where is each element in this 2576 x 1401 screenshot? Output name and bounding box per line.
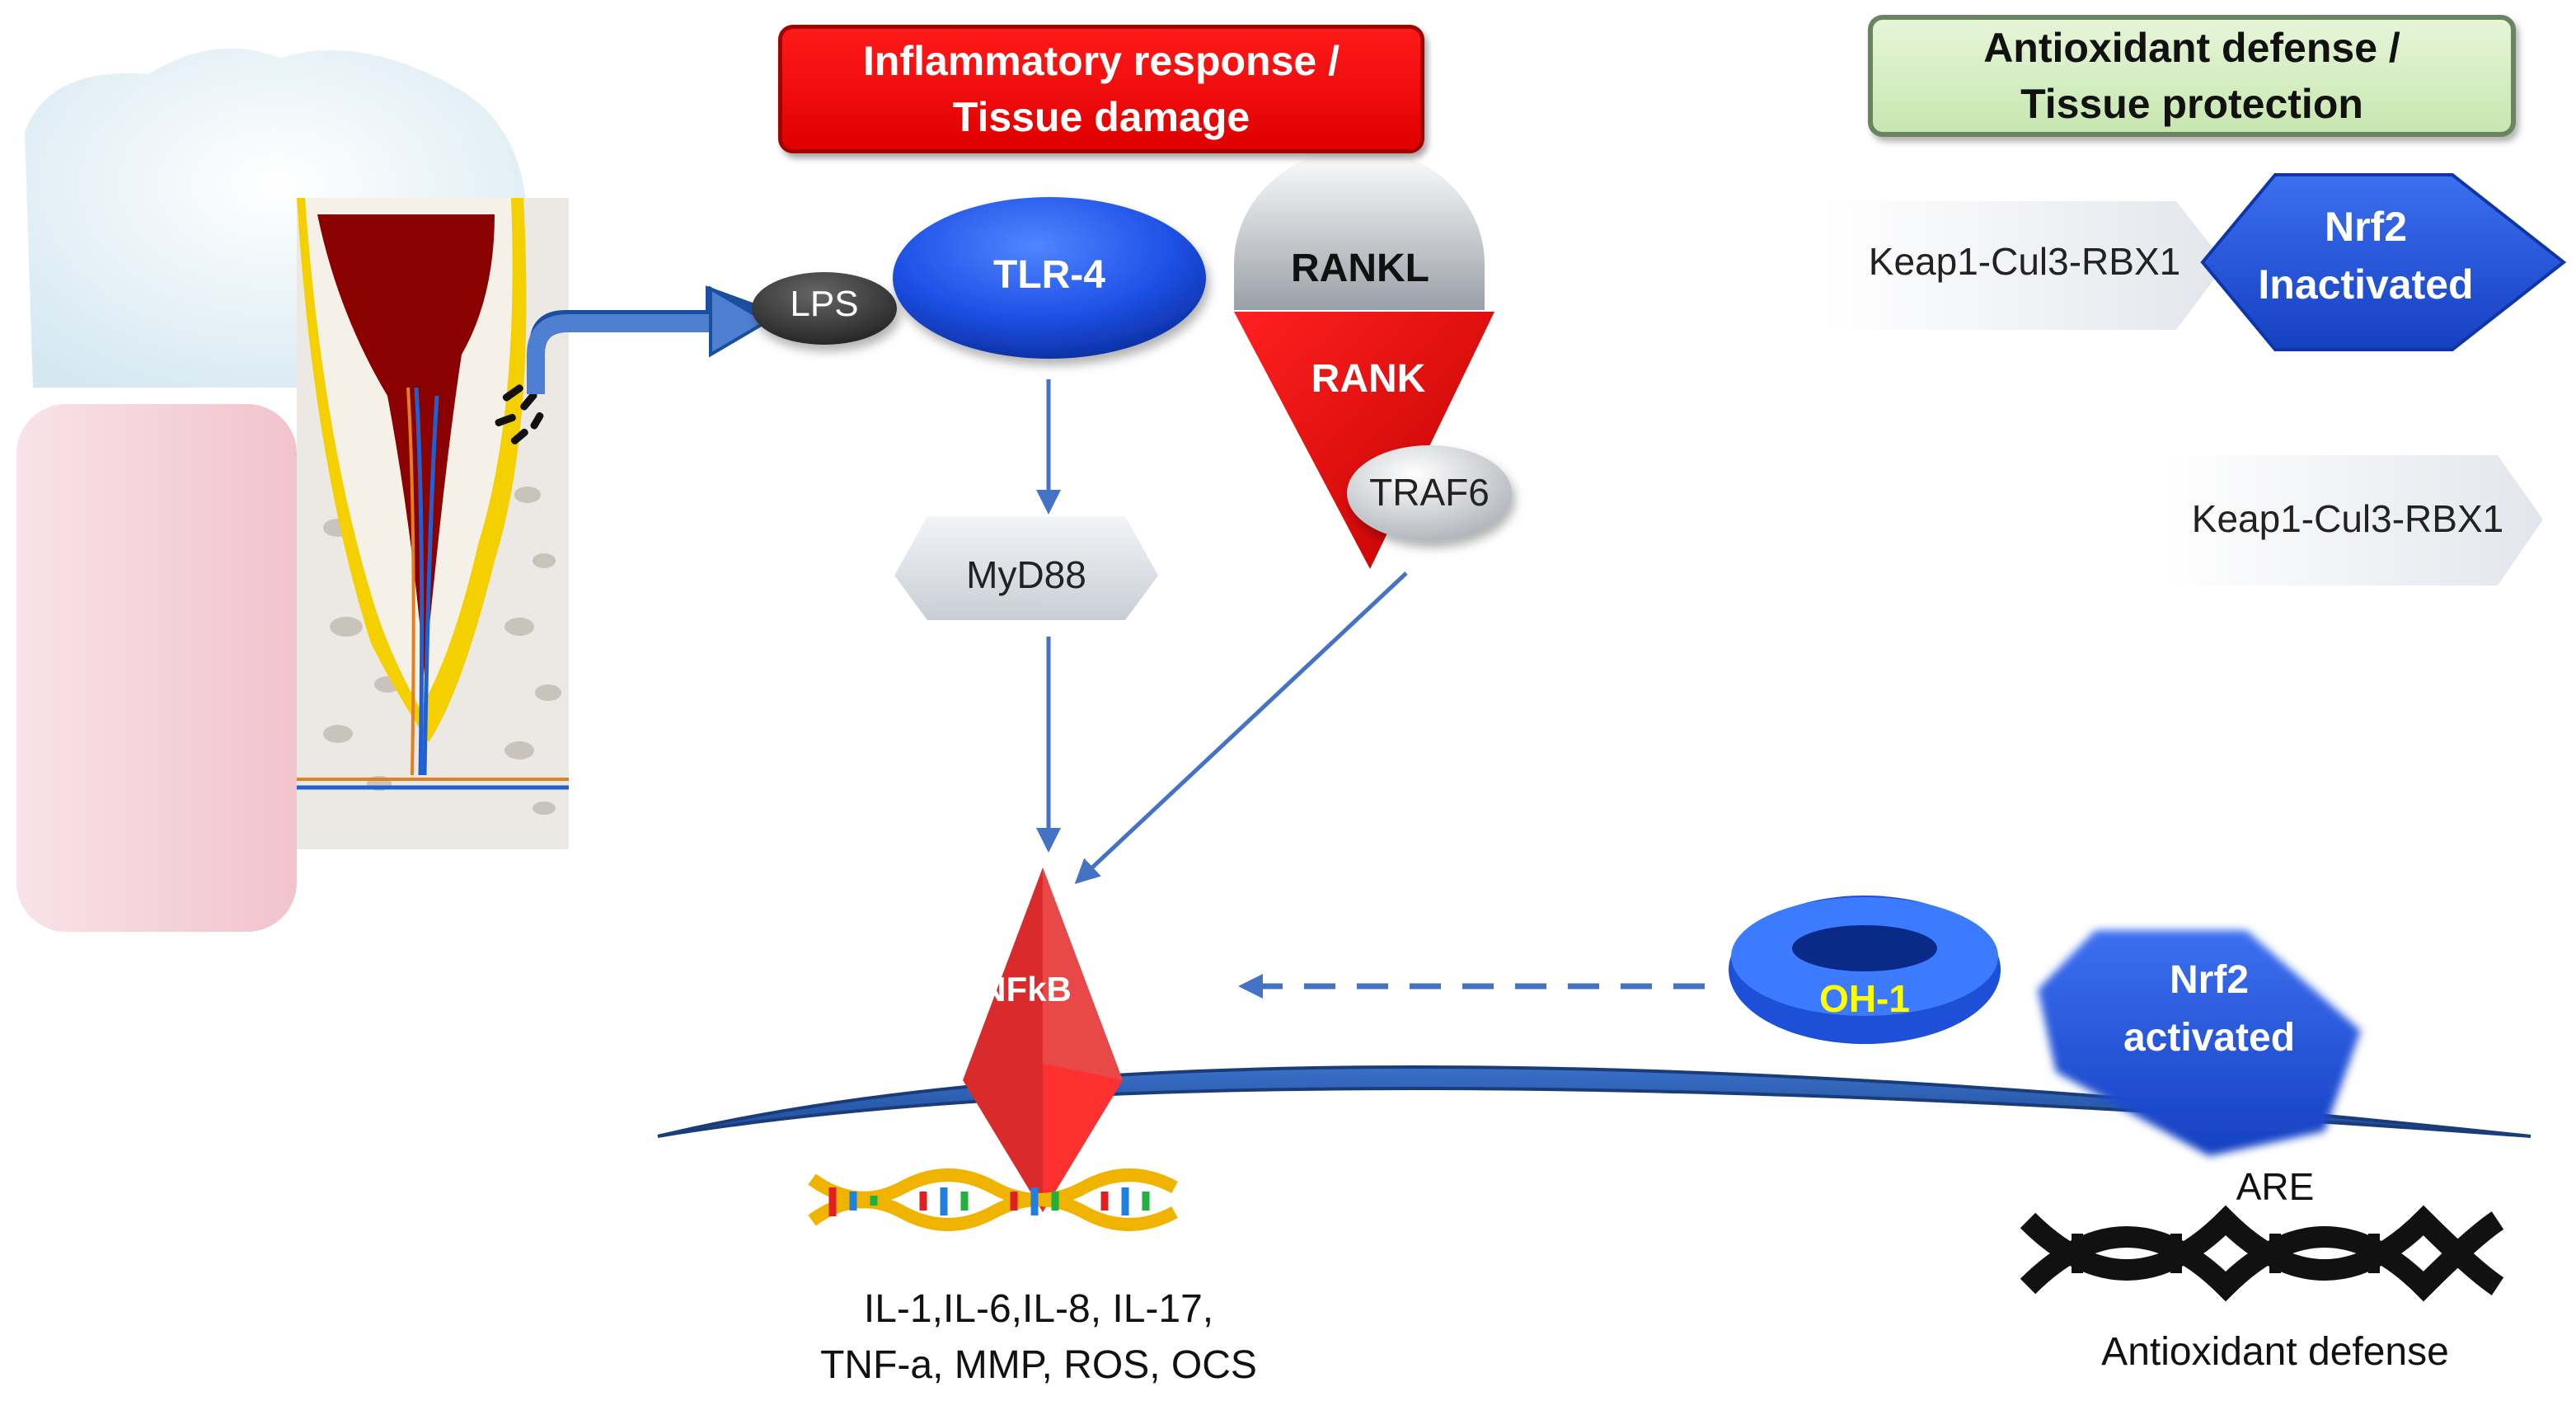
header-antioxidant-text: Antioxidant defense / Tissue protection (1983, 25, 2400, 127)
rank-label: RANK (1311, 357, 1426, 401)
myd88-label: MyD88 (966, 553, 1086, 596)
antioxidant-defense-label: Antioxidant defense (2101, 1330, 2449, 1374)
traf6-ellipse (1347, 445, 1512, 541)
keap1-arrow-bound (1823, 201, 2226, 330)
cytokines-label: IL-1,IL-6,IL-8, IL-17, TNF-a, MMP, ROS, … (820, 1287, 1257, 1387)
dna-helix-colorful (808, 1168, 1178, 1231)
header-inflammatory-text: Inflammatory response / Tissue damage (863, 38, 1340, 140)
header-antioxidant-defense: Antioxidant defense / Tissue protection (1868, 15, 2516, 137)
keap1-free-label: Keap1-Cul3-RBX1 (2191, 497, 2504, 540)
tlr4-receptor (893, 197, 1206, 359)
nfkb-label: NFkB (981, 970, 1072, 1008)
myd88-hexagon (894, 516, 1158, 620)
traf6-to-nfkb-arrow (1074, 571, 1408, 885)
gum-tissue (16, 404, 297, 932)
lps-molecule (752, 272, 897, 345)
keap1-arrow-free (2164, 455, 2543, 585)
are-dna-black (2020, 1205, 2504, 1302)
bacteria-cluster (495, 384, 544, 444)
nrf2-activated-label: Nrf2 activated (2123, 958, 2296, 1060)
tooth-illustration (16, 48, 569, 932)
blood-vessel-blue (414, 387, 439, 776)
rankl-dome (1234, 148, 1485, 310)
nerve-orange (406, 387, 415, 776)
lps-label: LPS (790, 284, 859, 324)
traf6-label: TRAF6 (1369, 471, 1490, 514)
keap1-bound-label: Keap1-Cul3-RBX1 (1868, 240, 2181, 283)
nrf2-inactivated-shape (2200, 173, 2567, 351)
pulp-chamber (317, 214, 495, 676)
nfkb-diamond (963, 867, 1123, 1212)
header-inflammatory-response: Inflammatory response / Tissue damage (778, 25, 1424, 153)
nrf2-inactivated-label: Nrf2 Inactivated (2258, 204, 2474, 308)
oh1-label: OH-1 (1819, 977, 1910, 1020)
rank-cone (1234, 312, 1494, 569)
oh1-torus (1729, 896, 2001, 1044)
are-label: ARE (2236, 1165, 2315, 1208)
rankl-label: RANKL (1291, 247, 1429, 290)
tooth-to-lps-arrow (527, 285, 770, 394)
nrf2-activated-shape (2038, 930, 2361, 1156)
tlr4-label: TLR-4 (993, 253, 1105, 297)
